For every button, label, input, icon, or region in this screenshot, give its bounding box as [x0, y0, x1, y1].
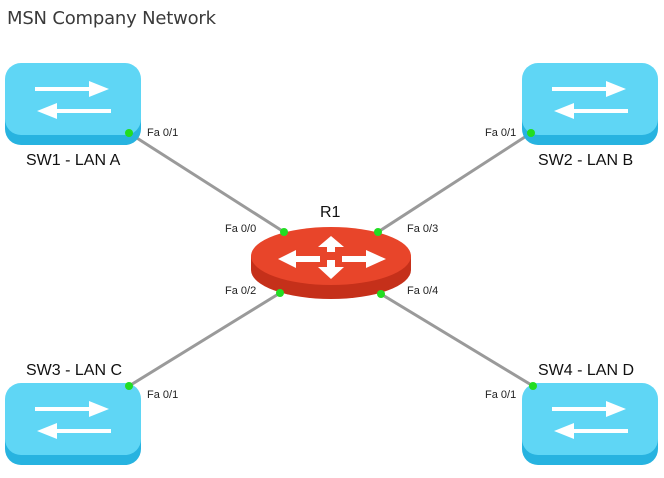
port-dot — [527, 129, 535, 137]
port-label-r1-fa02: Fa 0/2 — [225, 285, 256, 297]
port-dot — [529, 382, 537, 390]
port-dot — [374, 228, 382, 236]
label-sw2: SW2 - LAN B — [538, 152, 633, 169]
port-dot — [280, 228, 288, 236]
port-dot — [125, 129, 133, 137]
switch-sw2[interactable] — [522, 63, 658, 145]
link-sw3-r1 — [128, 291, 281, 388]
port-label-sw1: Fa 0/1 — [147, 127, 178, 139]
port-label-sw3: Fa 0/1 — [147, 389, 178, 401]
router-r1[interactable] — [251, 227, 411, 299]
link-sw2-r1 — [377, 131, 532, 234]
port-dots — [125, 129, 537, 390]
switch-sw3[interactable] — [5, 383, 141, 465]
label-r1: R1 — [320, 204, 341, 221]
links — [128, 131, 534, 388]
switch-sw4[interactable] — [522, 383, 658, 465]
port-label-r1-fa00: Fa 0/0 — [225, 223, 256, 235]
port-label-r1-fa04: Fa 0/4 — [407, 285, 438, 297]
switch-icon — [522, 63, 658, 145]
port-label-sw4: Fa 0/1 — [485, 389, 516, 401]
link-sw4-r1 — [380, 292, 534, 388]
port-label-sw2: Fa 0/1 — [485, 127, 516, 139]
port-label-r1-fa03: Fa 0/3 — [407, 223, 438, 235]
port-dot — [377, 290, 385, 298]
label-sw4: SW4 - LAN D — [538, 362, 634, 379]
link-sw1-r1 — [128, 131, 285, 234]
port-dot — [125, 382, 133, 390]
switch-icon — [5, 383, 141, 465]
switch-icon — [5, 63, 141, 145]
diagram-title: MSN Company Network — [7, 8, 216, 29]
switch-sw1[interactable] — [5, 63, 141, 145]
switch-icon — [522, 383, 658, 465]
router-icon — [251, 227, 411, 299]
label-sw3: SW3 - LAN C — [26, 362, 122, 379]
port-dot — [276, 289, 284, 297]
label-sw1: SW1 - LAN A — [26, 152, 121, 169]
